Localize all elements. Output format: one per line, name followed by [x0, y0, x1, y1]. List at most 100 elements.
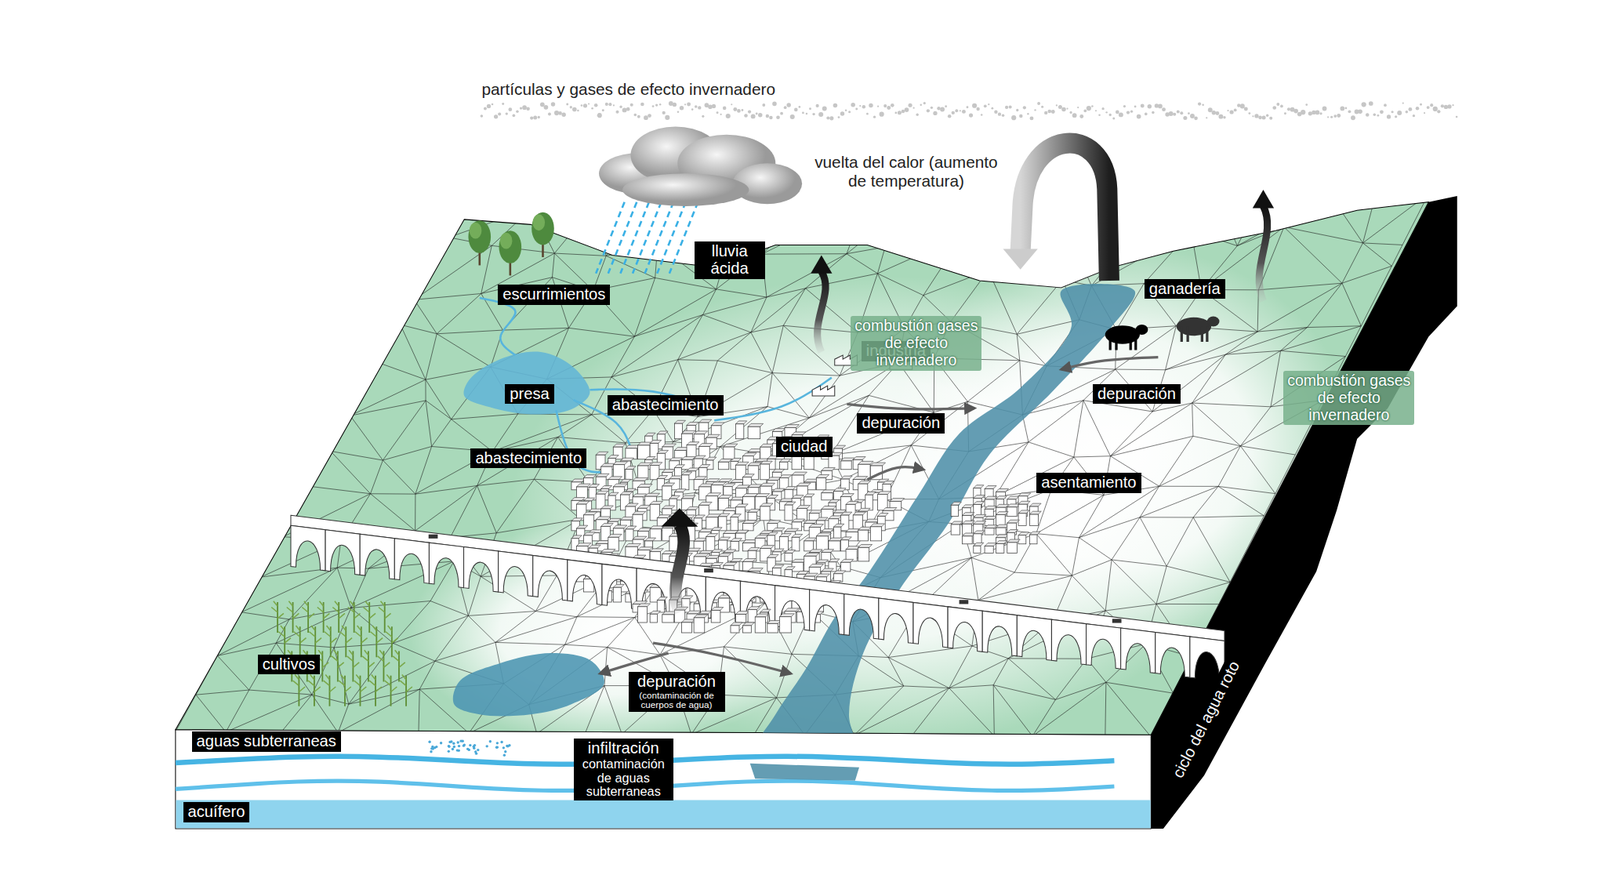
particle — [1215, 111, 1220, 116]
particle — [711, 104, 716, 109]
infiltration-dot — [429, 750, 432, 753]
particle — [805, 112, 809, 116]
building — [735, 613, 746, 623]
particle — [959, 109, 962, 112]
building-roof — [816, 573, 830, 577]
building-roof — [1018, 493, 1031, 497]
building — [984, 518, 995, 526]
building-roof — [662, 443, 677, 447]
building-roof — [711, 527, 722, 531]
particle — [1330, 116, 1333, 119]
building-roof — [833, 445, 846, 449]
building — [984, 546, 994, 554]
particle — [507, 107, 512, 112]
particle — [1405, 110, 1409, 114]
building-roof — [706, 533, 719, 537]
building-roof — [1029, 511, 1042, 515]
infiltration-dot — [504, 750, 507, 753]
particle — [1433, 106, 1438, 112]
building-roof — [632, 477, 648, 481]
building-roof — [662, 505, 675, 509]
particle — [1287, 107, 1291, 111]
building-roof — [973, 542, 984, 546]
building-roof — [718, 513, 730, 517]
crop-leaves — [348, 601, 361, 619]
building-roof — [608, 518, 621, 522]
particle — [505, 112, 508, 115]
ground-detail — [175, 193, 1429, 777]
building-roof — [625, 466, 636, 470]
building-roof — [601, 505, 614, 509]
building-roof — [576, 543, 592, 547]
label-text: ciudad — [780, 438, 828, 456]
aqueduct — [290, 515, 1225, 682]
particle — [1034, 108, 1036, 111]
aqueduct-arch — [428, 542, 464, 588]
building-roof — [608, 492, 619, 496]
building-roof — [882, 481, 894, 485]
building-roof — [767, 532, 779, 536]
building-roof — [584, 511, 598, 516]
building-roof — [754, 493, 770, 498]
particle — [1386, 114, 1391, 119]
building-roof — [706, 493, 722, 497]
building-roof — [973, 495, 985, 499]
cow-head — [1135, 324, 1149, 335]
building-roof — [973, 514, 987, 518]
particle — [1211, 110, 1216, 115]
infiltration-dot — [473, 743, 476, 747]
building-roof — [571, 518, 583, 522]
building-roof — [828, 499, 840, 503]
building-roof — [686, 468, 700, 472]
infiltration-dot — [453, 745, 456, 748]
building-roof — [828, 558, 840, 563]
building — [865, 494, 874, 511]
particle — [572, 107, 577, 113]
building-roof — [833, 488, 846, 492]
building — [1007, 507, 1017, 517]
building-roof — [1018, 532, 1030, 536]
building — [791, 536, 800, 552]
building-roof — [779, 475, 791, 479]
building-roof — [584, 497, 596, 501]
label-text: depuración — [1097, 385, 1176, 403]
particle — [765, 114, 770, 118]
building — [613, 587, 621, 603]
building — [973, 533, 982, 545]
building-roof — [656, 515, 671, 519]
building-roof — [693, 537, 707, 541]
particle — [1095, 109, 1097, 112]
building-roof — [718, 536, 730, 541]
building-roof — [588, 484, 599, 488]
building-roof — [645, 537, 657, 541]
building-roof — [882, 507, 897, 511]
emission-arrow-head — [810, 254, 832, 273]
particle — [833, 103, 839, 109]
particle — [1218, 114, 1223, 120]
building-roof — [791, 533, 803, 537]
particle — [1140, 104, 1145, 109]
particle — [862, 105, 866, 109]
particle — [622, 107, 628, 113]
particle — [1423, 112, 1426, 114]
infiltration-dot — [456, 748, 459, 752]
particle — [1305, 103, 1308, 106]
particle — [1226, 109, 1229, 112]
particle — [486, 104, 491, 109]
particle — [951, 111, 955, 115]
building — [674, 423, 683, 440]
particle — [944, 105, 947, 108]
particle — [1070, 111, 1073, 114]
infiltration-dot — [468, 743, 472, 747]
building-roof — [595, 451, 609, 455]
particle — [1333, 114, 1337, 118]
building-roof — [608, 476, 623, 480]
building-roof — [804, 493, 815, 498]
building-roof — [669, 475, 683, 479]
building-roof — [706, 457, 717, 461]
particle — [1015, 108, 1019, 112]
particle — [873, 116, 876, 119]
building-roof — [816, 517, 828, 521]
building-roof — [649, 462, 663, 466]
particle — [647, 113, 652, 118]
